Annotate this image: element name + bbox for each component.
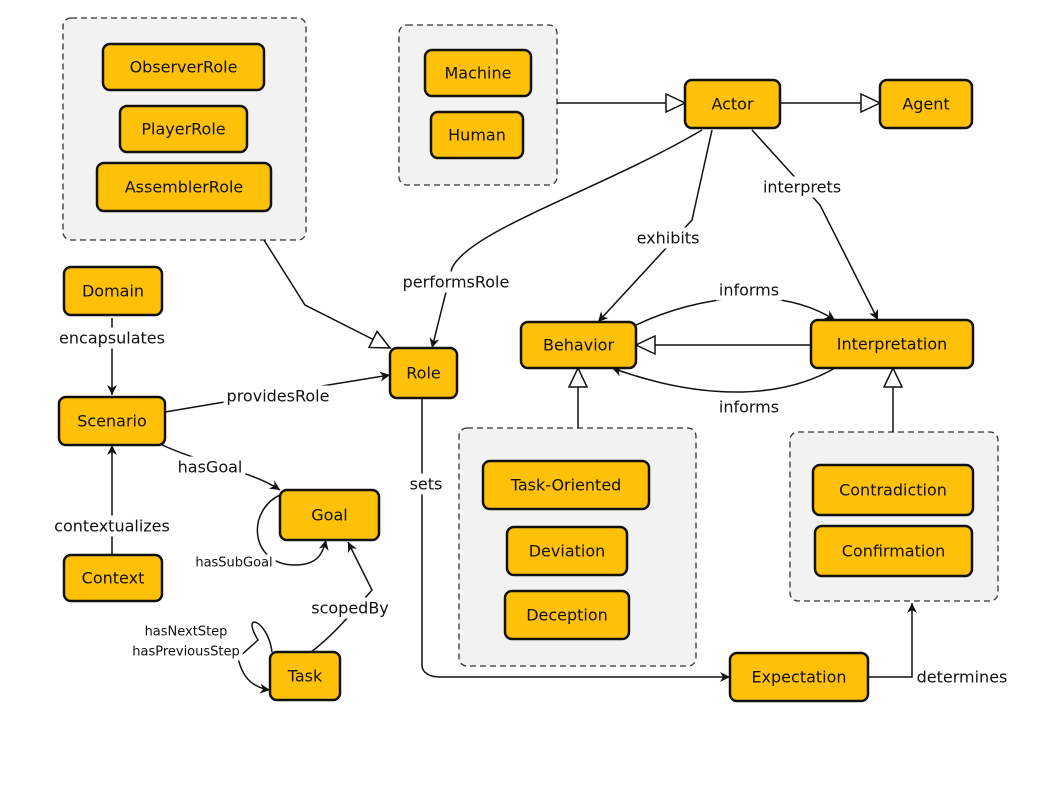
task-label: Task (287, 667, 323, 686)
informs-bottom-label: informs (719, 398, 779, 417)
edge-label-background (174, 456, 246, 478)
human-node: Human (429, 110, 525, 160)
player-role-label: PlayerRole (141, 120, 225, 139)
goal-node: Goal (278, 488, 381, 542)
performs-role-label: performsRole (403, 273, 510, 292)
edge-label-background (192, 554, 276, 572)
edge-label-background (308, 597, 392, 619)
domain-label: Domain (82, 282, 144, 301)
actor-label: Actor (711, 95, 754, 114)
confirmation-node: Confirmation (813, 524, 974, 578)
player-role-node: PlayerRole (118, 104, 249, 154)
behavior-node: Behavior (519, 320, 638, 370)
task-node: Task (268, 650, 342, 702)
role-label: Role (406, 364, 440, 383)
edge-label-background (51, 515, 173, 537)
task-next-previous-step-edge (237, 621, 273, 694)
edge-label-background (129, 643, 243, 661)
assembler-role-node: AssemblerRole (95, 161, 273, 213)
context-node: Context (62, 553, 164, 603)
informs-top-edge (635, 297, 836, 326)
has-next-step-label: hasNextStep (145, 625, 228, 640)
agent-node: Agent (878, 78, 974, 130)
has-goal-label: hasGoal (178, 458, 243, 477)
behavior-label: Behavior (543, 336, 614, 355)
has-sub-goal-label: hasSubGoal (195, 556, 272, 571)
interprets-edge (751, 129, 879, 321)
informs-bottom-edge (611, 366, 836, 393)
machine-node: Machine (423, 48, 533, 98)
edge-label-background (406, 473, 446, 495)
exhibits-edge (597, 129, 713, 323)
assembler-role-label: AssemblerRole (125, 178, 244, 197)
expectation-label: Expectation (751, 668, 846, 687)
edge-label-background (56, 327, 168, 349)
sets-edge (421, 398, 730, 682)
task-oriented-label: Task-Oriented (510, 476, 622, 495)
provides-role-label: providesRole (227, 387, 330, 406)
goal-label: Goal (311, 506, 347, 525)
task-oriented-node: Task-Oriented (481, 459, 651, 511)
confirmation-label: Confirmation (842, 542, 946, 561)
edge-label-background (633, 227, 703, 249)
deviation-label: Deviation (529, 542, 606, 561)
edge-label-background (715, 279, 783, 301)
edge-label-background (141, 623, 231, 641)
contradiction-node: Contradiction (811, 463, 975, 517)
observer-role-node: ObserverRole (101, 42, 266, 92)
scenario-node: Scenario (57, 395, 167, 447)
observer-role-label: ObserverRole (130, 58, 238, 77)
has-sub-goal-edge (256, 493, 329, 566)
domain-node: Domain (62, 265, 164, 317)
machine-label: Machine (445, 64, 512, 83)
deception-label: Deception (526, 606, 608, 625)
scenario-label: Scenario (77, 412, 147, 431)
edge-labels: performsRole exhibits interprets informs… (51, 176, 1011, 688)
has-previous-step-label: hasPreviousStep (132, 645, 240, 660)
determines-label: determines (917, 668, 1008, 687)
deception-node: Deception (503, 589, 631, 641)
performs-role-edge (429, 129, 703, 349)
nodes: ObserverRole PlayerRole AssemblerRole Ma… (57, 42, 975, 703)
roles-group-to-role-edge (263, 239, 390, 348)
encapsulates-label: encapsulates (59, 329, 165, 348)
agent-label: Agent (902, 95, 949, 114)
human-label: Human (448, 126, 506, 145)
scoped-by-label: scopedBy (311, 599, 389, 618)
edge-label-background (223, 385, 333, 407)
interprets-label: interprets (763, 178, 841, 197)
determines-edge (868, 603, 917, 678)
interpretation-label: Interpretation (837, 335, 948, 354)
informs-top-label: informs (719, 281, 779, 300)
edge-label-background (913, 666, 1011, 688)
contradiction-label: Contradiction (839, 481, 947, 500)
exhibits-label: exhibits (637, 229, 700, 248)
actor-node: Actor (683, 78, 782, 130)
edge-label-background (715, 396, 783, 418)
deviation-node: Deviation (505, 525, 629, 577)
interpretation-node: Interpretation (809, 318, 975, 370)
role-node: Role (388, 346, 459, 400)
context-label: Context (82, 569, 145, 588)
edge-label-background (399, 271, 513, 293)
edge-label-background (759, 176, 845, 198)
sets-label: sets (410, 475, 443, 494)
expectation-node: Expectation (728, 651, 870, 703)
contextualizes-label: contextualizes (54, 517, 170, 536)
